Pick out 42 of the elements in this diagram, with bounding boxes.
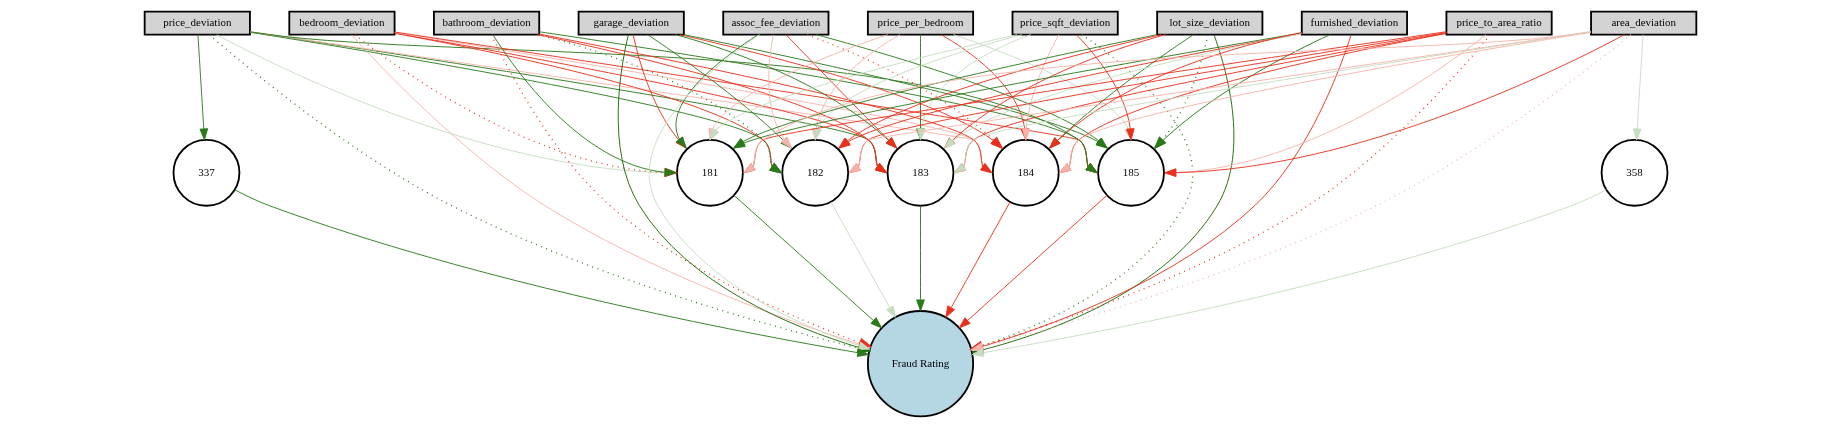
arrow bbox=[848, 32, 1447, 174]
arrow bbox=[1632, 34, 1644, 141]
node-box: assoc_fee_deviation bbox=[722, 10, 830, 36]
arrow bbox=[197, 34, 209, 141]
arrow bbox=[785, 34, 898, 149]
arrow bbox=[675, 34, 759, 149]
arrow bbox=[394, 32, 993, 174]
node-circle: 337 bbox=[172, 138, 241, 207]
arrow bbox=[216, 34, 677, 177]
node-box: bathroom_deviation bbox=[433, 10, 541, 36]
arrow bbox=[1154, 34, 1331, 149]
node-box: furnished_deviation bbox=[1300, 10, 1408, 36]
arrow bbox=[958, 194, 1108, 329]
arrow bbox=[733, 194, 883, 329]
arrow bbox=[916, 205, 925, 312]
arrow bbox=[1059, 33, 1447, 174]
arrow bbox=[354, 34, 679, 178]
arrow bbox=[394, 32, 888, 174]
arrow bbox=[537, 34, 888, 174]
arrow bbox=[830, 201, 896, 318]
node-box: price_to_area_ratio bbox=[1445, 10, 1553, 36]
node-circle: Fraud Rating bbox=[866, 310, 975, 418]
arrow bbox=[539, 33, 993, 174]
arrow bbox=[538, 31, 1098, 174]
arrow bbox=[1164, 34, 1625, 177]
node-box: lot_size_deviation bbox=[1156, 10, 1264, 36]
arrow bbox=[1059, 31, 1592, 174]
arrow bbox=[632, 34, 687, 149]
node-box: price_sqft_deviation bbox=[1011, 10, 1119, 36]
node-box: price_deviation bbox=[143, 10, 251, 36]
arrow bbox=[492, 34, 677, 177]
node-box: price_per_bedroom bbox=[866, 10, 975, 36]
node-box: bedroom_deviation bbox=[288, 10, 396, 36]
arrow bbox=[394, 31, 1098, 174]
arrow bbox=[536, 33, 784, 174]
arrow bbox=[945, 201, 1011, 318]
node-box: garage_deviation bbox=[577, 10, 685, 36]
arrow bbox=[953, 32, 1447, 174]
node-circle: 358 bbox=[1600, 138, 1669, 207]
node-box: area_deviation bbox=[1590, 10, 1698, 36]
arrow bbox=[1164, 34, 1487, 177]
arrow bbox=[743, 31, 1447, 174]
